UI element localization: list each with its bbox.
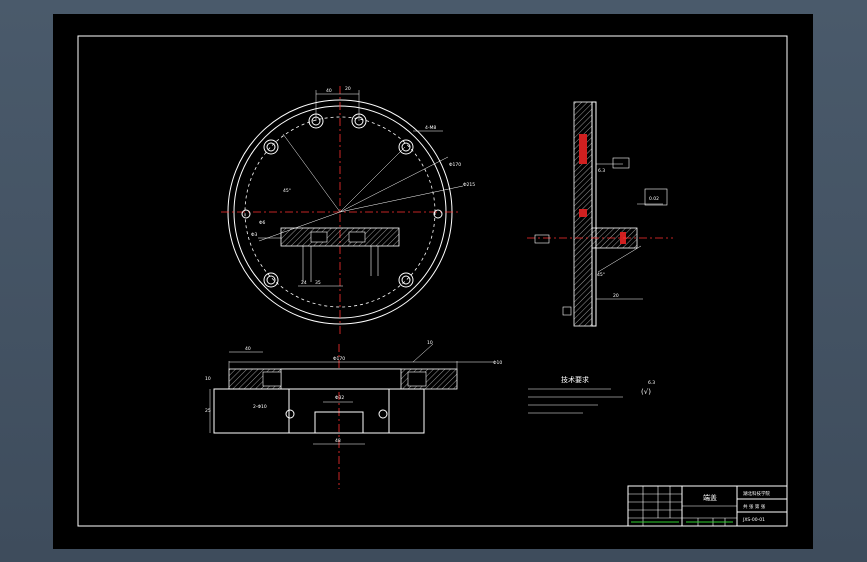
svg-text:35: 35 bbox=[315, 280, 321, 286]
part-name: 端盖 bbox=[703, 493, 717, 502]
svg-text:48: 48 bbox=[335, 438, 341, 444]
svg-text:45°: 45° bbox=[597, 272, 605, 278]
svg-text:0.02: 0.02 bbox=[649, 196, 659, 202]
school-name: 湖北科技学院 bbox=[743, 490, 770, 497]
svg-text:25: 25 bbox=[205, 408, 211, 414]
tech-requirements: 技术要求 (√) 6.3 bbox=[528, 375, 655, 414]
svg-text:6.3: 6.3 bbox=[598, 168, 605, 174]
roughness-value: 6.3 bbox=[648, 380, 655, 386]
svg-text:Φ6: Φ6 bbox=[259, 220, 266, 226]
front-section-view: 40 Φ170 Φ10 10 2-Φ10 Φ32 48 10 25 bbox=[205, 340, 502, 489]
cad-drawing: 40 20 4-M8 Φ170 Φ215 45° Φ6 Φ3 35 24 40 … bbox=[77, 35, 788, 527]
svg-text:Φ32: Φ32 bbox=[335, 395, 344, 401]
svg-text:10: 10 bbox=[427, 340, 433, 346]
svg-text:4-M8: 4-M8 bbox=[425, 125, 436, 131]
svg-text:40: 40 bbox=[245, 346, 251, 352]
side-section-view: 6.3 45° 20 0.02 bbox=[527, 101, 673, 327]
svg-text:10: 10 bbox=[205, 376, 211, 382]
tech-req-title: 技术要求 bbox=[561, 375, 589, 384]
title-block: 端盖 湖北科技学院 共 张 第 张 JXS-00-01 bbox=[627, 485, 788, 527]
drawing-border bbox=[77, 35, 788, 527]
svg-text:20: 20 bbox=[613, 293, 619, 299]
svg-text:2-Φ10: 2-Φ10 bbox=[253, 404, 267, 410]
svg-text:Φ3: Φ3 bbox=[251, 232, 258, 238]
svg-text:20: 20 bbox=[345, 86, 351, 92]
svg-text:Φ215: Φ215 bbox=[463, 182, 475, 188]
drawing-number: JXS-00-01 bbox=[742, 517, 765, 523]
svg-text:40: 40 bbox=[326, 88, 332, 94]
svg-text:Φ10: Φ10 bbox=[493, 360, 502, 366]
roughness-note: (√) bbox=[641, 388, 651, 396]
svg-text:Φ170: Φ170 bbox=[333, 356, 345, 362]
top-view: 40 20 4-M8 Φ170 Φ215 45° Φ6 Φ3 35 24 bbox=[221, 86, 475, 334]
svg-text:45°: 45° bbox=[283, 188, 291, 194]
bolt-holes bbox=[241, 113, 443, 288]
drawing-canvas[interactable]: 40 20 4-M8 Φ170 Φ215 45° Φ6 Φ3 35 24 40 … bbox=[53, 14, 813, 549]
sheet-info: 共 张 第 张 bbox=[743, 503, 766, 510]
svg-text:24: 24 bbox=[301, 280, 307, 286]
svg-text:Φ170: Φ170 bbox=[449, 162, 461, 168]
